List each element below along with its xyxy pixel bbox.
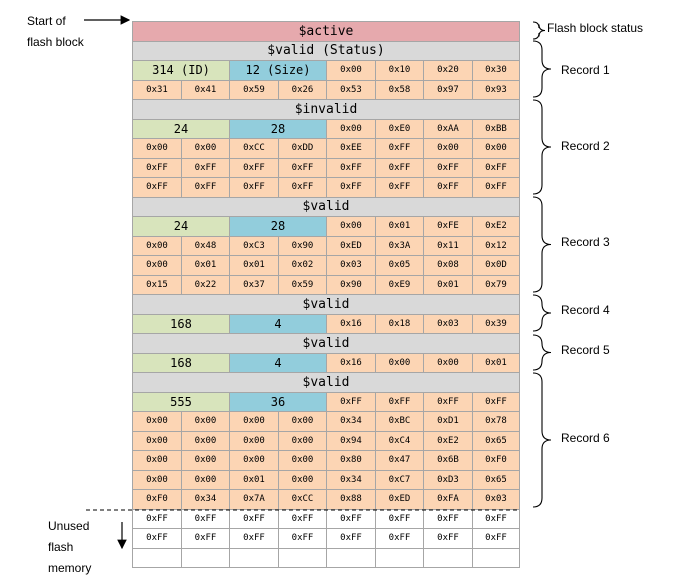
flash-block-status-label: Flash block status <box>547 21 644 35</box>
record-id-cell: 314 (ID) <box>132 60 230 81</box>
record-2-brace <box>532 99 552 195</box>
status-header-cell: $valid (Status) <box>132 40 520 61</box>
record-3-brace <box>532 196 552 293</box>
record-5-brace <box>532 334 552 371</box>
record-label-5: Record 5 <box>561 343 610 357</box>
record-braces <box>532 21 552 508</box>
record-label-4: Record 4 <box>561 303 610 317</box>
record-label-2: Record 2 <box>561 139 610 153</box>
record-label-1: Record 1 <box>561 63 610 77</box>
byte-cell: 0x93 <box>472 79 520 100</box>
record-label-6: Record 6 <box>561 431 610 445</box>
flash-block-status-brace <box>532 21 546 40</box>
record-label-3: Record 3 <box>561 235 610 249</box>
unused-flash-memory-label: Unused flash memory <box>48 519 92 575</box>
header-row: $valid (Status) <box>132 40 520 61</box>
byte-cell: 0xF0 <box>472 450 520 471</box>
record-1-brace <box>532 40 552 98</box>
record-4-brace <box>532 294 552 332</box>
record-6-brace <box>532 372 552 508</box>
start-of-flash-block-label: Start of flash block <box>27 14 84 49</box>
blank-row <box>132 547 520 568</box>
blank-cell <box>472 547 520 568</box>
record-id-cell: 168 <box>132 352 230 373</box>
